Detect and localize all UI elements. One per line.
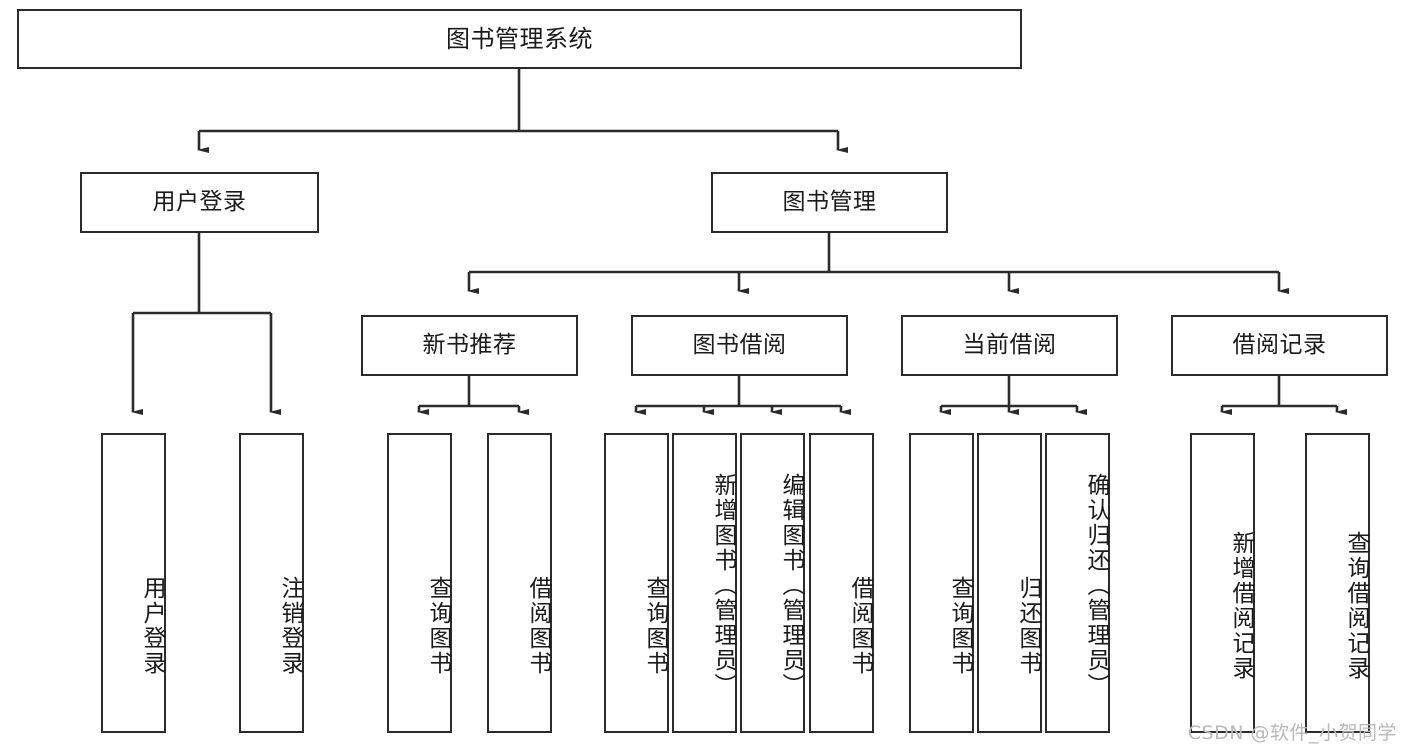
node-book-borrow[interactable]: 图书借阅 — [631, 315, 848, 376]
leaf-query-book-2-label: 查询图书 — [642, 575, 668, 676]
node-borrow-record[interactable]: 借阅记录 — [1171, 315, 1388, 376]
node-book-manage-label: 图书管理 — [782, 188, 877, 215]
node-new-book-rec[interactable]: 新书推荐 — [361, 315, 578, 376]
node-new-book-rec-label: 新书推荐 — [422, 331, 517, 358]
leaf-borrow-book-1[interactable]: 借阅图书 — [487, 433, 552, 733]
leaf-return-book[interactable]: 归还图书 — [977, 433, 1042, 733]
leaf-user-login[interactable]: 用户登录 — [101, 433, 166, 733]
leaf-query-book-3-label: 查询图书 — [947, 575, 973, 676]
leaf-query-book-2[interactable]: 查询图书 — [604, 433, 669, 733]
leaf-query-record-label: 查询借阅记录 — [1343, 530, 1369, 681]
leaf-edit-book[interactable]: 编辑图书（管理员） — [740, 433, 805, 733]
node-user-login[interactable]: 用户登录 — [80, 172, 319, 233]
node-current-borrow-label: 当前借阅 — [962, 331, 1057, 358]
leaf-add-record[interactable]: 新增借阅记录 — [1190, 433, 1255, 733]
leaf-query-book-3[interactable]: 查询图书 — [909, 433, 974, 733]
leaf-query-record[interactable]: 查询借阅记录 — [1305, 433, 1370, 733]
node-root[interactable]: 图书管理系统 — [17, 9, 1022, 69]
leaf-edit-book-label: 编辑图书（管理员） — [778, 472, 804, 698]
leaf-confirm-return[interactable]: 确认归还（管理员） — [1045, 433, 1110, 733]
node-current-borrow[interactable]: 当前借阅 — [901, 315, 1118, 376]
leaf-query-book-1[interactable]: 查询图书 — [387, 433, 452, 733]
leaf-add-record-label: 新增借阅记录 — [1228, 530, 1254, 681]
leaf-add-book[interactable]: 新增图书（管理员） — [672, 433, 737, 733]
leaf-query-book-1-label: 查询图书 — [425, 575, 451, 676]
node-root-label: 图书管理系统 — [446, 24, 593, 53]
leaf-logout-login[interactable]: 注销登录 — [239, 433, 304, 733]
leaf-logout-login-label: 注销登录 — [277, 575, 303, 676]
leaf-user-login-label: 用户登录 — [139, 575, 165, 676]
leaf-return-book-label: 归还图书 — [1015, 575, 1041, 676]
leaf-add-book-label: 新增图书（管理员） — [710, 472, 736, 698]
node-user-login-label: 用户登录 — [152, 188, 247, 215]
leaf-borrow-book-1-label: 借阅图书 — [525, 575, 551, 676]
leaf-confirm-return-label: 确认归还（管理员） — [1083, 472, 1109, 698]
node-borrow-record-label: 借阅记录 — [1232, 331, 1327, 358]
node-book-borrow-label: 图书借阅 — [692, 331, 787, 358]
leaf-borrow-book-2[interactable]: 借阅图书 — [809, 433, 874, 733]
watermark: CSDN @软件_小贺同学 — [1187, 722, 1397, 744]
leaf-borrow-book-2-label: 借阅图书 — [847, 575, 873, 676]
node-book-manage[interactable]: 图书管理 — [711, 172, 948, 233]
